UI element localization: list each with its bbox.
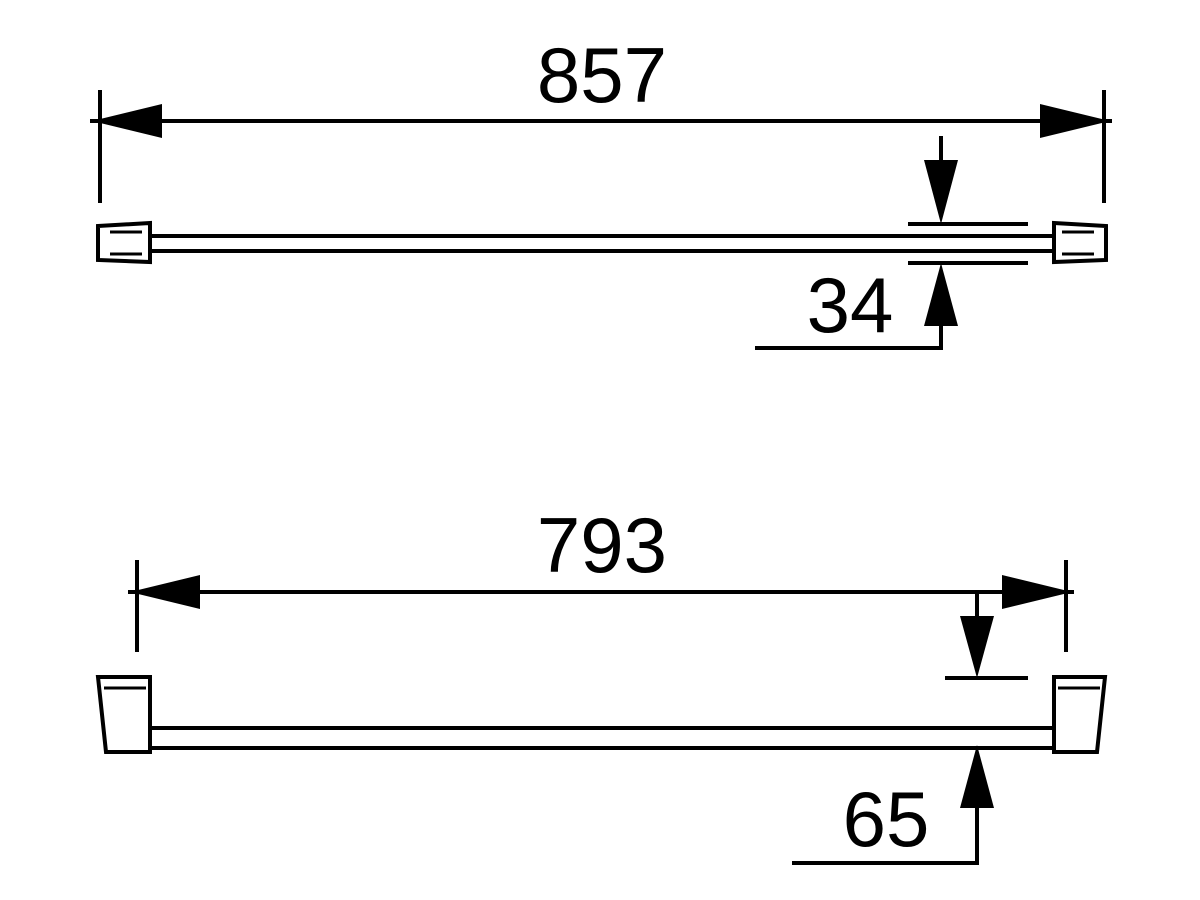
arrowhead-down — [924, 160, 958, 224]
top-view: 857 34 — [90, 31, 1112, 350]
end-cap-body — [1052, 220, 1108, 265]
dimension-inner-length: 793 — [128, 501, 1074, 652]
end-cap-left-top — [96, 220, 152, 265]
dimension-label-overall-length: 857 — [537, 31, 667, 119]
arrowhead-up — [924, 263, 958, 326]
arrowhead-left — [92, 104, 162, 138]
arrowhead-right — [1002, 575, 1072, 609]
bracket-body — [1052, 675, 1108, 754]
end-cap-right-top — [1052, 220, 1108, 265]
rail-bar-front — [144, 726, 1060, 750]
dimension-wall-projection: 65 — [792, 592, 1028, 865]
arrowhead-left — [130, 575, 200, 609]
arrowhead-right — [1040, 104, 1110, 138]
dimension-bar-diameter: 34 — [755, 136, 1028, 350]
front-view: 793 65 — [95, 501, 1108, 865]
dimension-label-bar-diameter: 34 — [807, 261, 894, 349]
bracket-left-front — [95, 675, 152, 754]
arrowhead-down — [960, 616, 994, 678]
end-cap-body — [96, 220, 152, 265]
dimension-overall-length: 857 — [90, 31, 1112, 203]
arrowhead-up — [960, 745, 994, 808]
bracket-body — [95, 675, 152, 754]
rail-bar-top — [146, 234, 1058, 253]
dimension-label-inner-length: 793 — [537, 501, 667, 589]
rail-bar — [144, 726, 1060, 750]
rail-bar — [146, 234, 1058, 253]
dimension-label-wall-projection: 65 — [843, 775, 930, 863]
leader-line — [792, 790, 979, 865]
leader-line — [755, 300, 943, 350]
bracket-right-front — [1052, 675, 1108, 754]
